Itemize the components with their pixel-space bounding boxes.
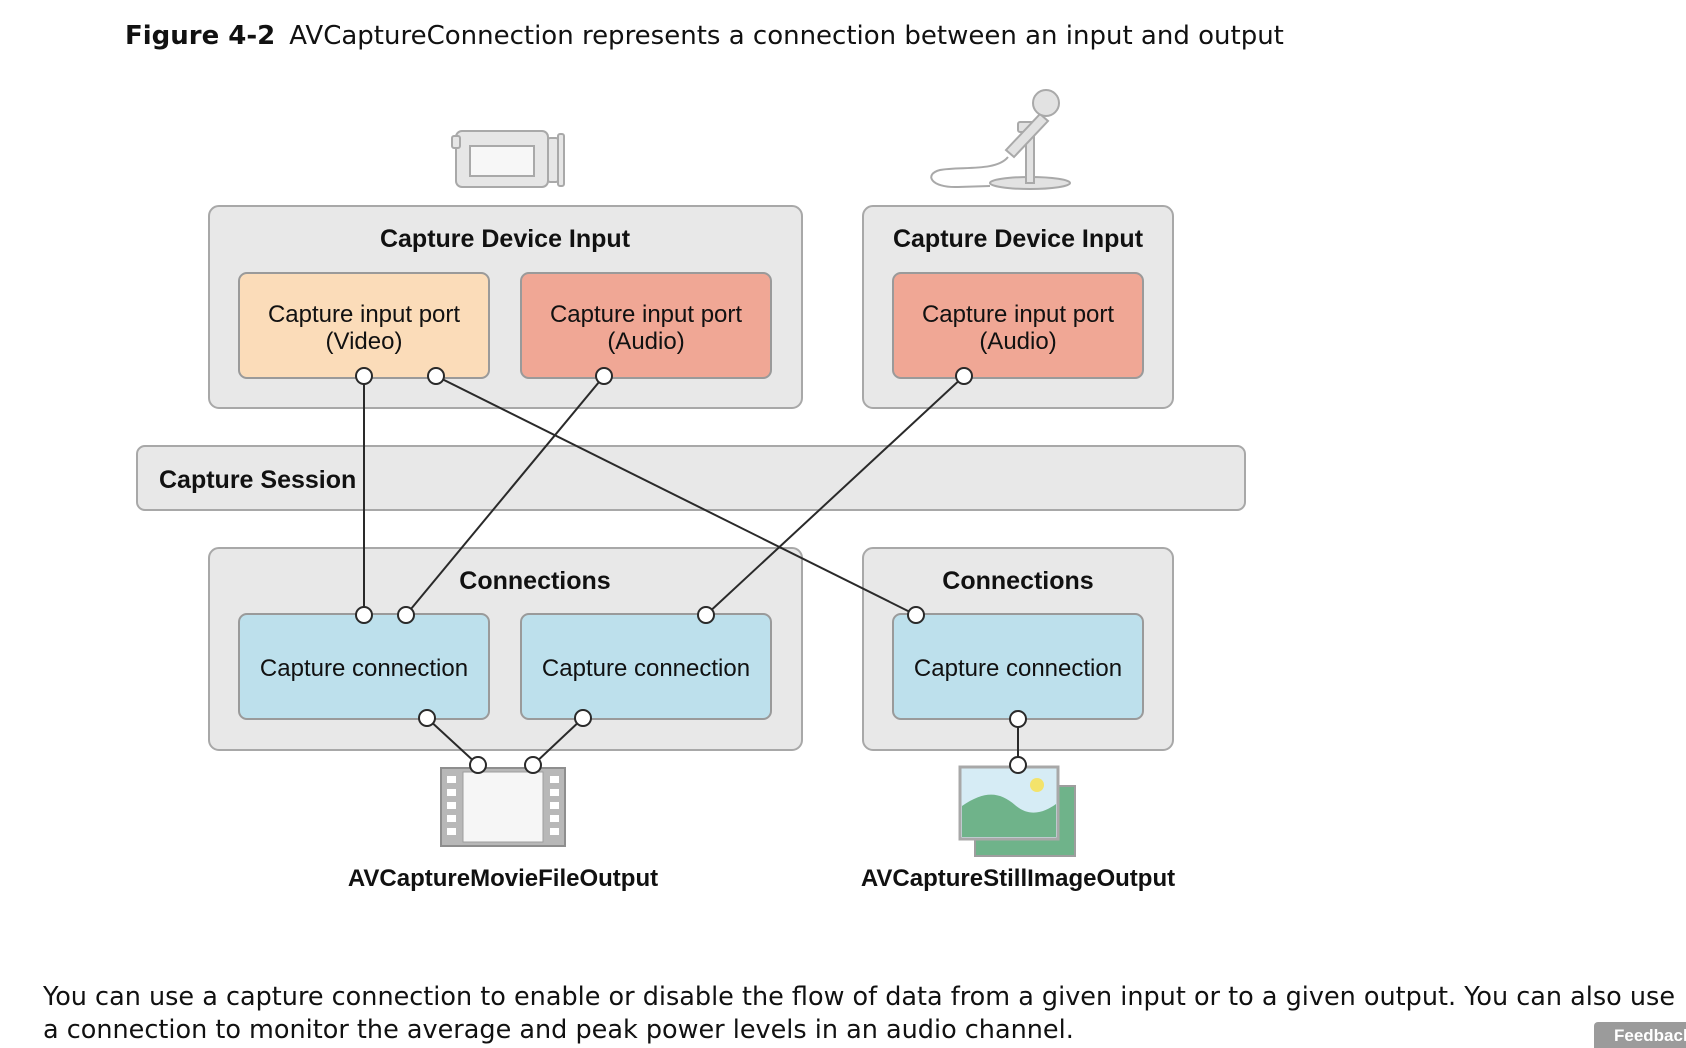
video-camera-icon bbox=[451, 130, 565, 188]
figure-caption: Figure 4-2 AVCaptureConnection represents… bbox=[125, 18, 1575, 54]
connections-1-title: Connections bbox=[459, 567, 610, 595]
port-audio-1-line2: (Audio) bbox=[607, 328, 684, 355]
video-port-connector-b bbox=[427, 367, 445, 385]
connections-2-title: Connections bbox=[942, 567, 1093, 595]
capture-input-port-audio-1 bbox=[520, 272, 772, 379]
film-strip-icon bbox=[440, 767, 566, 847]
audio-port-1-connector bbox=[595, 367, 613, 385]
audio-port-1-to-connection-1-line bbox=[405, 375, 605, 616]
video-port-to-connection-3-line bbox=[435, 375, 917, 616]
capture-connection-1-label: Capture connection bbox=[260, 655, 468, 682]
port-video-line1: Capture input port bbox=[268, 301, 460, 328]
video-port-connector-a bbox=[355, 367, 373, 385]
movie-output-input-a bbox=[469, 756, 487, 774]
port-video-line2: (Video) bbox=[326, 328, 403, 355]
photo-icon bbox=[958, 765, 1076, 857]
connection-2-to-movie-output-line bbox=[532, 717, 584, 766]
feedback-button[interactable]: Feedback bbox=[1594, 1022, 1686, 1048]
input-2-title: Capture Device Input bbox=[893, 225, 1144, 253]
port-audio-1-line1: Capture input port bbox=[550, 301, 742, 328]
capture-connection-2 bbox=[520, 613, 772, 720]
microphone-icon bbox=[930, 89, 1071, 190]
movie-file-output-label: AVCaptureMovieFileOutput bbox=[348, 865, 658, 892]
figure-label: Figure 4-2 bbox=[125, 21, 276, 51]
port-audio-2-line1: Capture input port bbox=[922, 301, 1114, 328]
connection-2-input bbox=[697, 606, 715, 624]
connection-2-output bbox=[574, 709, 592, 727]
audio-port-2-to-connection-2-line bbox=[705, 375, 965, 616]
capture-connection-2-label: Capture connection bbox=[542, 655, 750, 682]
capture-input-port-audio-2 bbox=[892, 272, 1144, 379]
connection-1-input-a bbox=[355, 606, 373, 624]
connection-1-input-b bbox=[397, 606, 415, 624]
still-image-output-label: AVCaptureStillImageOutput bbox=[861, 865, 1175, 892]
port-audio-2-line2: (Audio) bbox=[979, 328, 1056, 355]
connection-3-output bbox=[1009, 710, 1027, 728]
capture-session-title: Capture Session bbox=[159, 466, 356, 494]
image-output-input bbox=[1009, 756, 1027, 774]
connection-1-to-movie-output-line bbox=[426, 717, 479, 766]
figure-title: AVCaptureConnection represents a connect… bbox=[289, 21, 1284, 51]
movie-output-input-b bbox=[524, 756, 542, 774]
connection-1-output bbox=[418, 709, 436, 727]
body-paragraph: You can use a capture connection to enab… bbox=[43, 982, 1676, 1045]
connection-3-input bbox=[907, 606, 925, 624]
capture-connection-3-label: Capture connection bbox=[914, 655, 1122, 682]
capture-session-bar bbox=[136, 445, 1246, 511]
audio-port-2-connector bbox=[955, 367, 973, 385]
input-1-title: Capture Device Input bbox=[380, 225, 631, 253]
